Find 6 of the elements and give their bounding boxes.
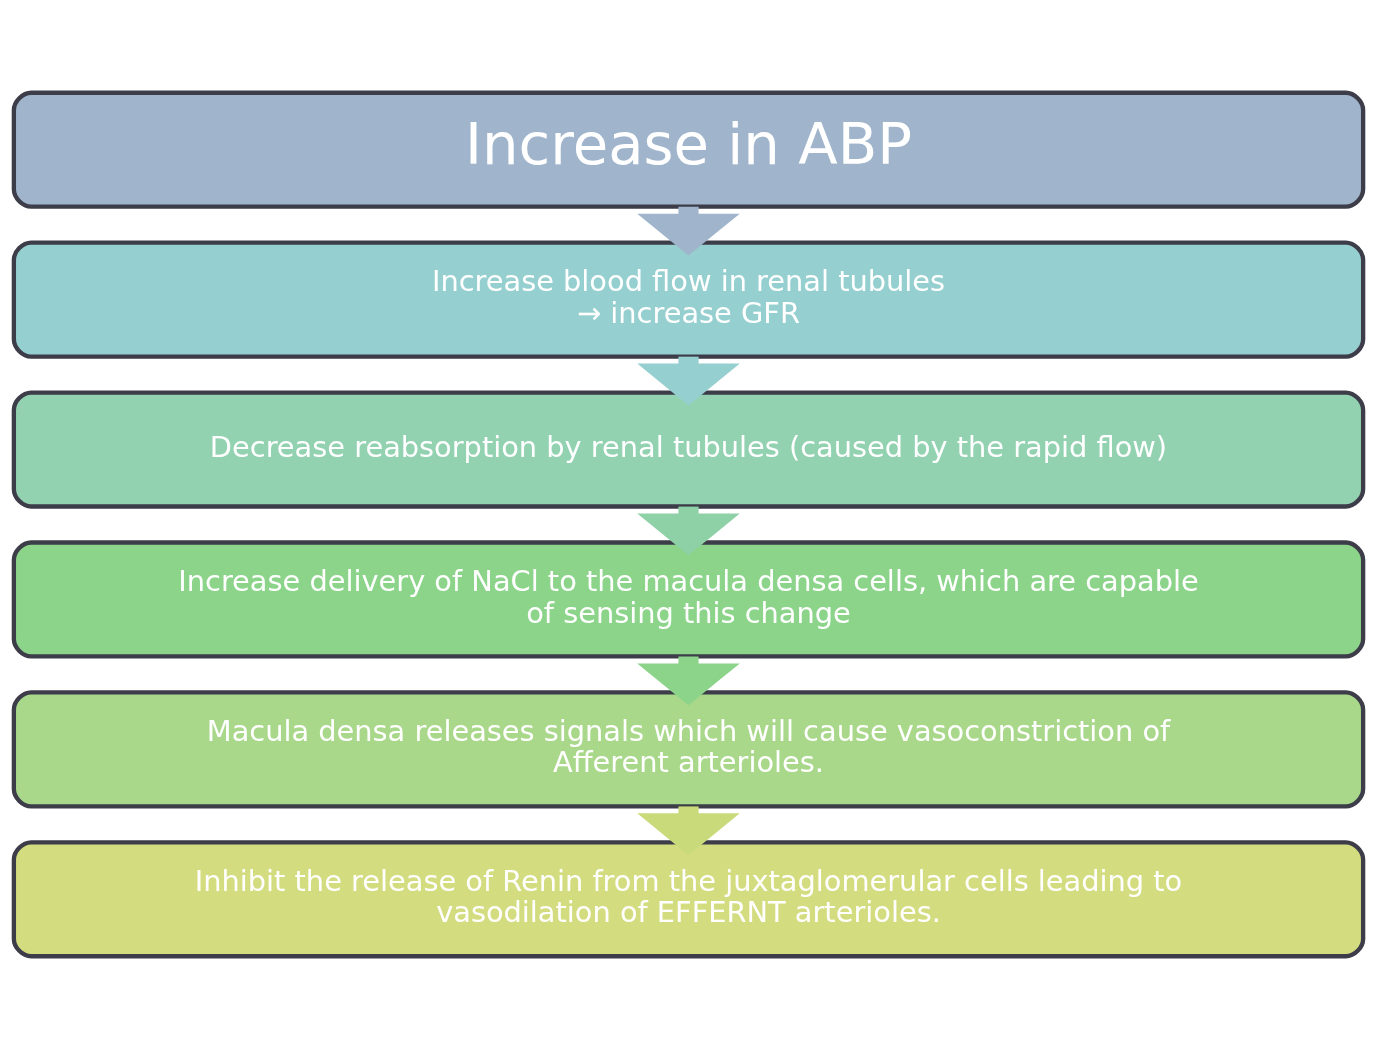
node-box: Inhibit the release of Renin from the juxtaglomerular cells leading to vasodilation of EFFERNT arterioles. [11,840,1366,959]
node-box: Increase blood flow in renal tubules → increase GFR [11,240,1366,359]
node-box: Increase in ABP [11,90,1366,209]
node-box: Decrease reabsorption by renal tubules (caused by the rapid flow) [11,390,1366,509]
node-box: Increase delivery of NaCl to the macula densa cells, which are capable of sensing this change [11,540,1366,659]
node-box: Macula densa releases signals which will cause vasoconstriction of Afferent arterioles. [11,690,1366,809]
